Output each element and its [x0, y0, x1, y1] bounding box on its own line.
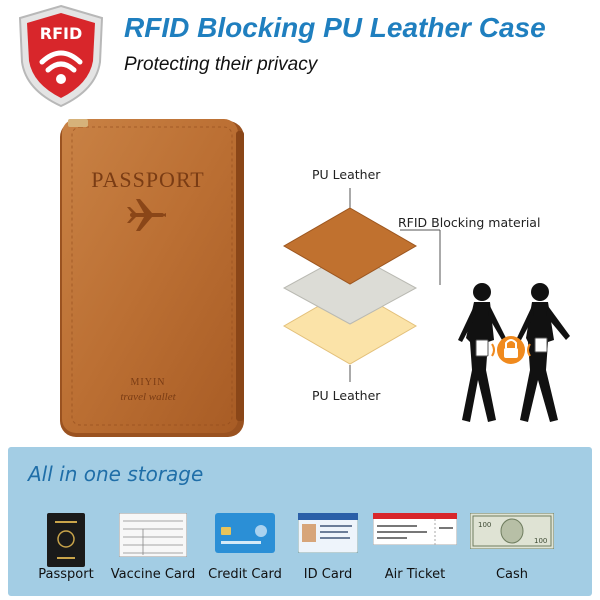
shield-icon: [18, 4, 104, 108]
banknote-icon: 100 100: [470, 513, 554, 549]
wallet-tagline: travel wallet: [120, 391, 176, 403]
storage-item-id-card: ID Card: [292, 499, 364, 582]
svg-text:100: 100: [534, 537, 547, 545]
storage-item-label: Cash: [495, 567, 529, 582]
passport-wallet-image: PASSPORT MIYIN travel wallet: [58, 117, 248, 439]
lock-icon: [491, 336, 531, 364]
layer-label-bottom: PU Leather: [312, 388, 381, 403]
storage-item-air-ticket: Air Ticket: [372, 499, 458, 582]
storage-item-vaccine-card: Vaccine Card: [110, 499, 196, 582]
credit-card-icon: [215, 513, 275, 553]
storage-item-label: ID Card: [303, 567, 353, 582]
material-layers-diagram: [282, 188, 441, 382]
passport-icon: [47, 513, 85, 567]
storage-item-passport: Passport: [30, 499, 102, 582]
air-ticket-icon: [373, 513, 457, 545]
storage-item-label: Air Ticket: [384, 567, 446, 582]
page-title: RFID Blocking PU Leather Case: [124, 12, 546, 43]
layer-cream-leather: [282, 287, 418, 365]
wallet-illustration: [60, 119, 244, 437]
id-card-icon: [298, 513, 358, 553]
people-illustration: [458, 283, 570, 422]
storage-item-label: Vaccine Card: [110, 567, 196, 582]
rfid-shield-badge: RFID: [16, 4, 106, 108]
storage-title: All in one storage: [28, 462, 204, 486]
layer-brown-leather: [282, 207, 418, 285]
rfid-badge-label: RFID: [39, 24, 83, 43]
page-subtitle: Protecting their privacy: [124, 54, 318, 75]
vaccine-card-icon: [119, 513, 187, 557]
layer-label-top: PU Leather: [312, 167, 381, 182]
storage-item-label: Credit Card: [208, 567, 282, 582]
layer-label-middle: RFID Blocking material: [398, 215, 541, 230]
layer-rfid-material: [282, 251, 418, 325]
storage-item-credit-card: Credit Card: [206, 499, 284, 582]
svg-text:100: 100: [478, 521, 491, 529]
rfid-theft-illustration: [440, 280, 590, 430]
storage-panel: All in one storage Passport Vaccine Card: [8, 447, 592, 596]
storage-item-cash: 100 100 Cash: [466, 499, 558, 582]
storage-item-label: Passport: [38, 567, 94, 582]
wallet-brand: MIYIN: [130, 377, 166, 388]
wallet-emboss-title: PASSPORT: [91, 167, 205, 192]
